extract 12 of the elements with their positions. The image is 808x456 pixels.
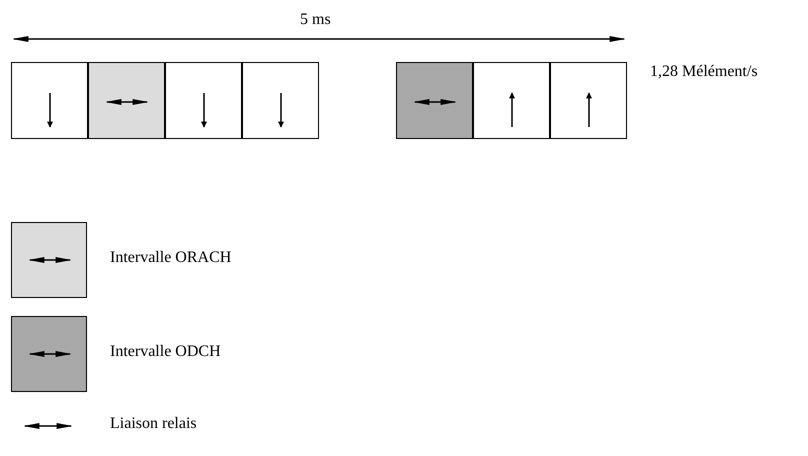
rate-label: 1,28 Mélément/s <box>650 63 758 81</box>
legend-label: Intervalle ORACH <box>110 249 232 267</box>
legend-label: Intervalle ODCH <box>110 343 221 361</box>
time-slot <box>396 62 473 139</box>
time-slot <box>242 62 319 139</box>
time-slot <box>11 62 88 139</box>
time-slot <box>88 62 165 139</box>
duration-label: 5 ms <box>300 11 331 29</box>
time-slot <box>165 62 242 139</box>
time-slot <box>473 62 550 139</box>
legend-label: Liaison relais <box>110 415 197 433</box>
time-slot <box>550 62 627 139</box>
